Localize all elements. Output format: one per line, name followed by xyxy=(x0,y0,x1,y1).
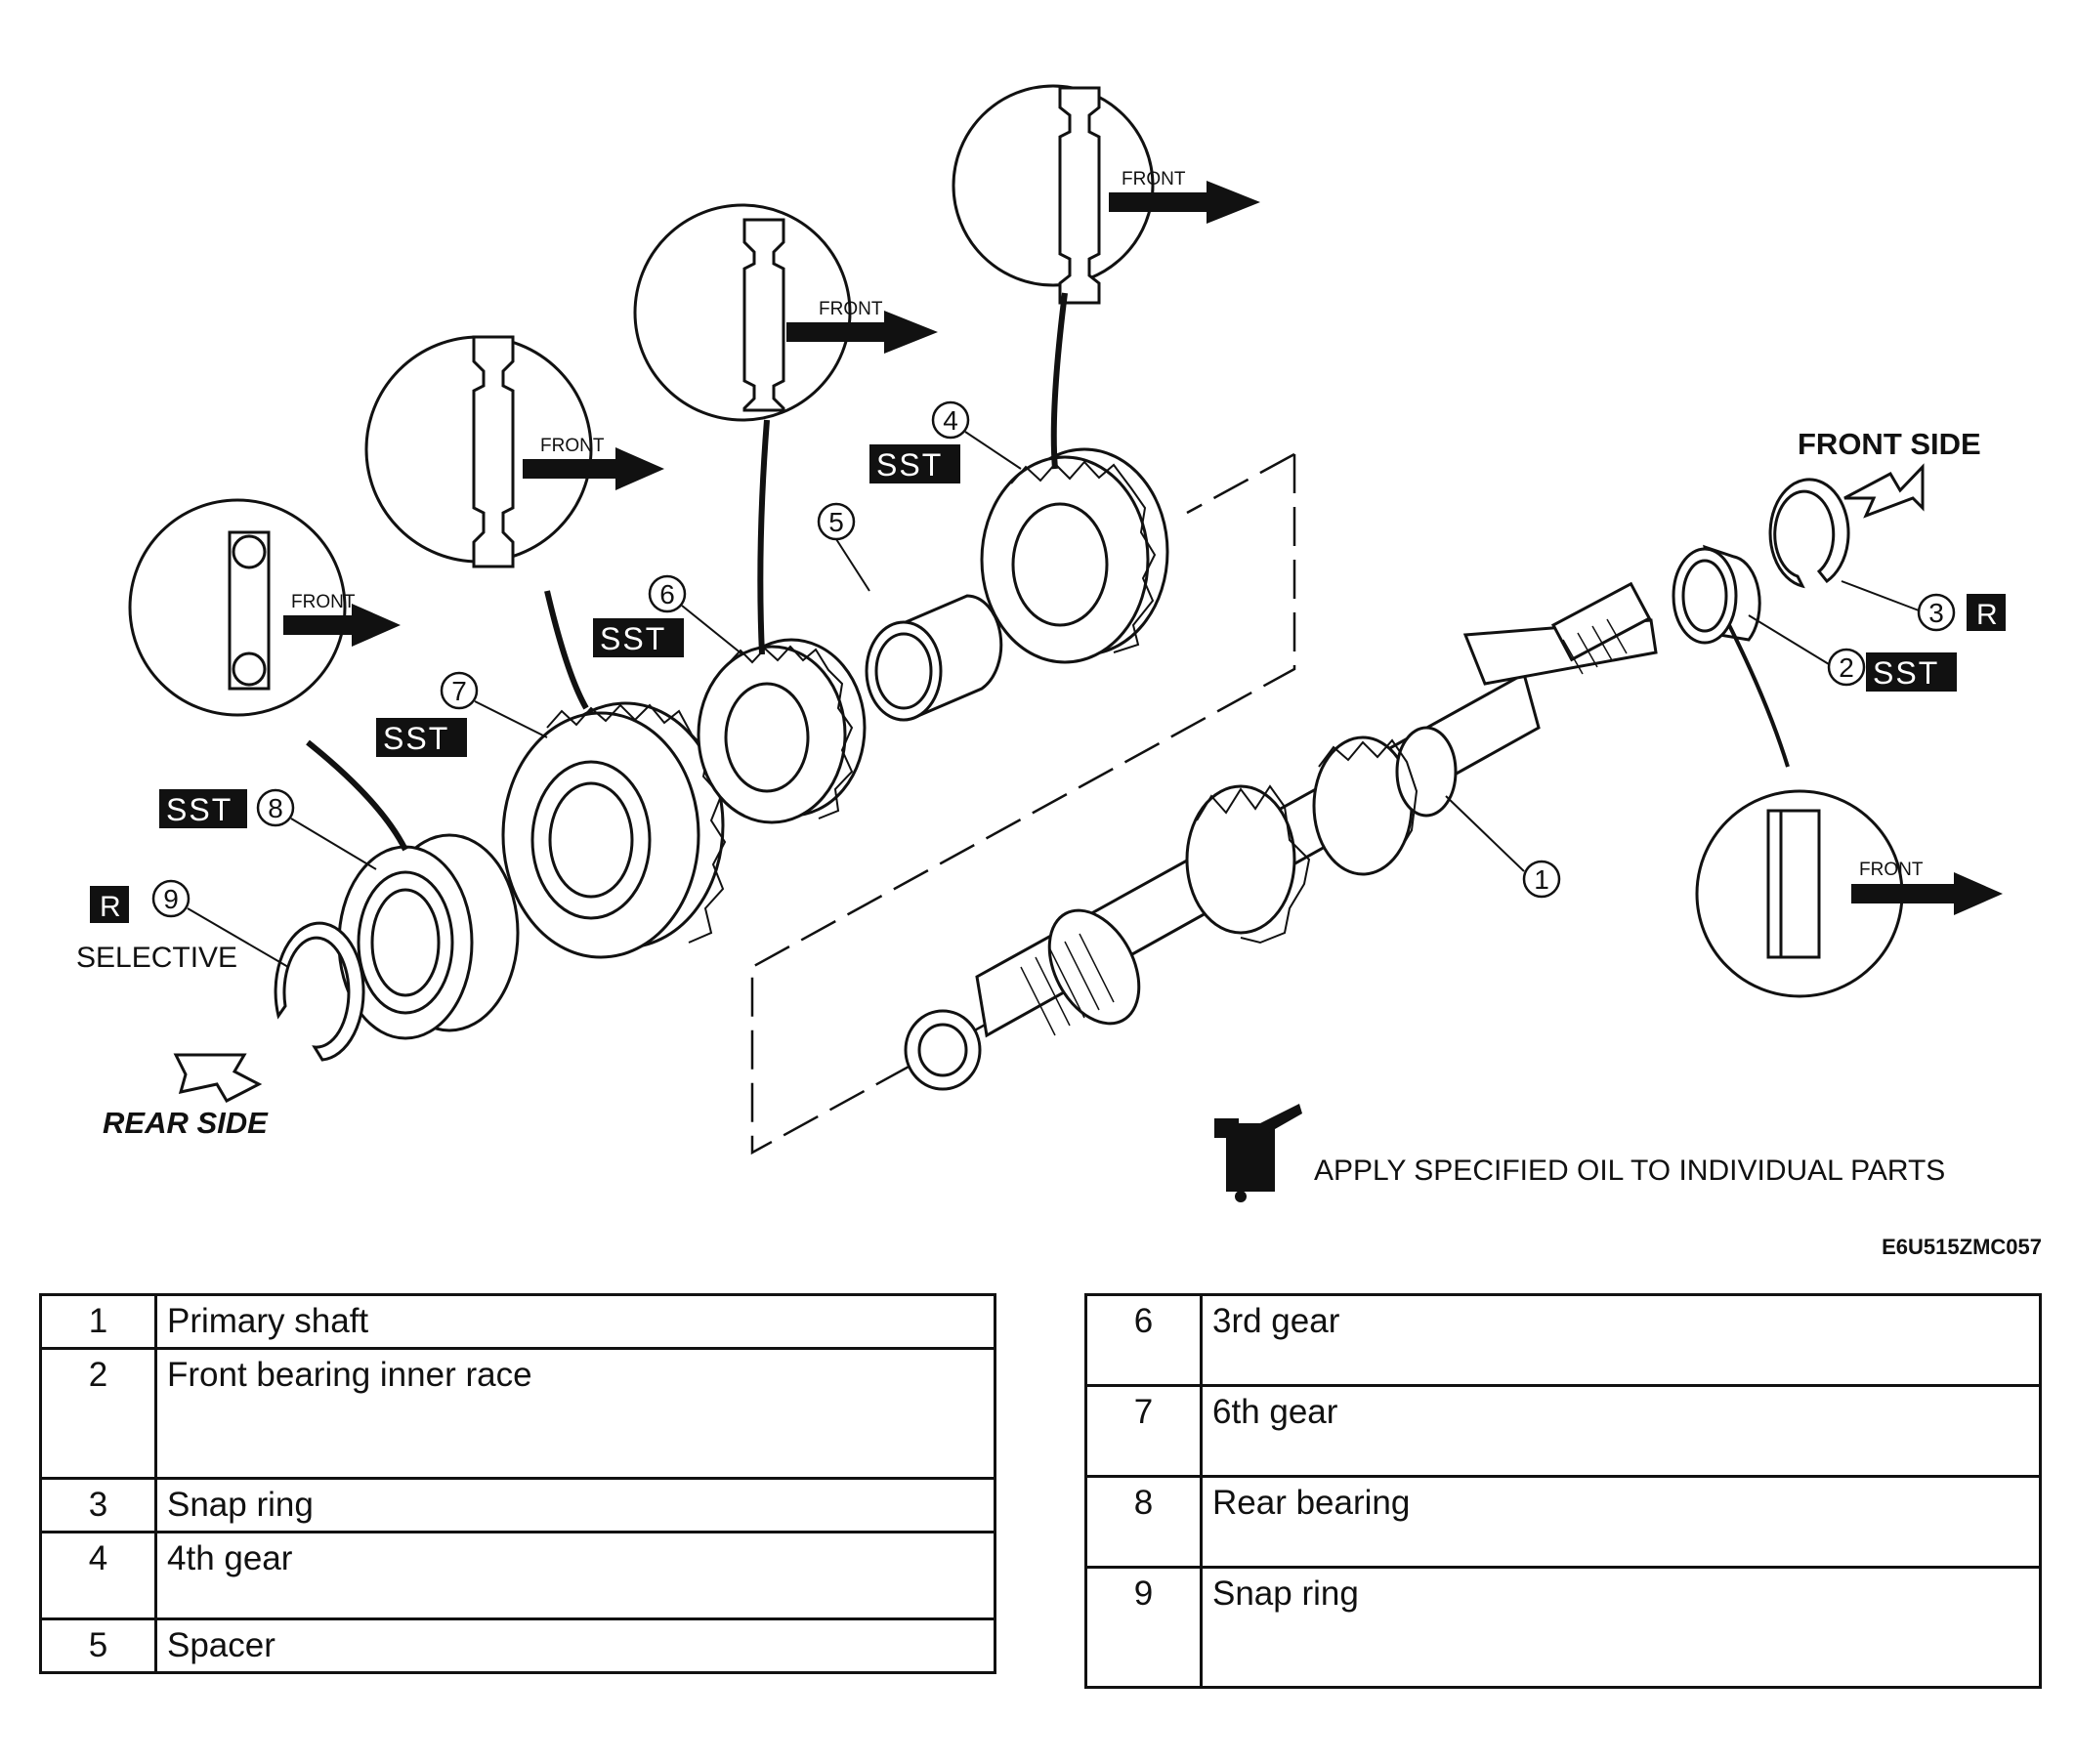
rear-bearing xyxy=(337,833,520,1040)
front-arrow-icon xyxy=(283,181,2003,915)
callout-3: 3 xyxy=(1928,598,1944,628)
part-name: Snap ring xyxy=(154,1477,996,1533)
table-row: 8 Rear bearing xyxy=(1084,1475,2042,1569)
fourth-gear-teeth xyxy=(1010,460,1157,653)
table-row: 4 4th gear xyxy=(39,1531,996,1620)
front-label-5: FRONT xyxy=(1859,860,1924,880)
sst-tags xyxy=(159,444,1957,828)
part-number: 3 xyxy=(39,1477,157,1533)
shaft-spline-lines xyxy=(1020,618,1628,1036)
table-row: 6 3rd gear xyxy=(1084,1293,2042,1387)
front-bearing-inner-race xyxy=(1672,544,1761,645)
leader-lines xyxy=(187,431,1920,968)
sixth-gear-teeth xyxy=(546,703,727,944)
part-number: 5 xyxy=(39,1617,157,1674)
part-name: Rear bearing xyxy=(1200,1475,2042,1569)
selective-label: SELECTIVE xyxy=(76,942,237,974)
part-number: 2 xyxy=(39,1347,157,1480)
part-name: 3rd gear xyxy=(1200,1293,2042,1387)
shaft-gear-teeth xyxy=(1196,784,1311,945)
callout-6: 6 xyxy=(659,579,675,609)
detail-sixth-gear xyxy=(364,335,593,710)
rear-side-label: REAR SIDE xyxy=(103,1106,269,1140)
r-tag-9 xyxy=(90,886,129,923)
front-side-label: FRONT SIDE xyxy=(1798,427,1981,461)
callout-1: 1 xyxy=(1534,864,1549,895)
detail-rear-bearing xyxy=(128,498,408,852)
callout-7: 7 xyxy=(451,676,467,706)
sst-label-8: SST xyxy=(166,792,233,827)
front-label-3: FRONT xyxy=(819,299,883,319)
rear-side-arrow-icon xyxy=(173,1053,263,1103)
sst-label-2: SST xyxy=(1873,655,1939,691)
spacer xyxy=(865,594,1003,722)
part-number: 1 xyxy=(39,1293,157,1350)
front-snap-ring xyxy=(1768,478,1850,589)
sst-label-6: SST xyxy=(600,621,666,656)
figure-code: E6U515ZMC057 xyxy=(1882,1235,2042,1259)
oil-can-icon xyxy=(1214,1104,1302,1202)
table-row: 9 Snap ring xyxy=(1084,1566,2042,1689)
third-gear xyxy=(697,638,867,824)
oil-note: APPLY SPECIFIED OIL TO INDIVIDUAL PARTS xyxy=(1314,1155,1945,1187)
part-name: 4th gear xyxy=(154,1531,996,1620)
exploded-diagram: FRONT FRONT FRONT FRONT FRONT SST SST SS… xyxy=(76,84,2042,1259)
r-tag-3 xyxy=(1967,594,2006,631)
table-row: 5 Spacer xyxy=(39,1617,996,1674)
part-number: 8 xyxy=(1084,1475,1203,1569)
plane-top-edge xyxy=(1186,452,1295,515)
part-name: Spacer xyxy=(154,1617,996,1674)
part-name: Snap ring xyxy=(1200,1566,2042,1689)
detail-third-gear xyxy=(633,203,852,655)
detail-fourth-gear xyxy=(952,84,1155,470)
callout-4: 4 xyxy=(943,405,958,436)
front-label-1: FRONT xyxy=(291,592,356,612)
front-side-arrow-icon xyxy=(1843,463,1925,519)
parts-legend-left: 1 Primary shaft 2 Front bearing inner ra… xyxy=(39,1293,996,1674)
callout-5: 5 xyxy=(828,507,844,537)
part-number: 9 xyxy=(1084,1566,1203,1689)
callout-9: 9 xyxy=(163,884,179,914)
callout-2: 2 xyxy=(1839,652,1854,683)
callout-8: 8 xyxy=(268,793,283,823)
r-label-9: R xyxy=(100,891,121,923)
front-label-2: FRONT xyxy=(540,436,605,456)
fourth-gear xyxy=(980,447,1169,664)
part-name: Front bearing inner race xyxy=(154,1347,996,1480)
sixth-gear xyxy=(501,701,725,959)
part-name: Primary shaft xyxy=(154,1293,996,1350)
shaft-gear-teeth-2 xyxy=(1318,738,1419,856)
sst-label-7: SST xyxy=(383,721,449,756)
table-row: 3 Snap ring xyxy=(39,1477,996,1533)
part-number: 6 xyxy=(1084,1293,1203,1387)
table-row: 7 6th gear xyxy=(1084,1384,2042,1478)
detail-front-bearing xyxy=(1695,624,1904,998)
table-row: 1 Primary shaft xyxy=(39,1293,996,1350)
table-row: 2 Front bearing inner race xyxy=(39,1347,996,1480)
primary-shaft xyxy=(904,581,1658,1091)
part-number: 4 xyxy=(39,1531,157,1620)
r-label-3: R xyxy=(1976,599,1998,631)
part-name: 6th gear xyxy=(1200,1384,2042,1478)
part-number: 7 xyxy=(1084,1384,1203,1478)
sst-label-4: SST xyxy=(876,447,943,483)
rear-snap-ring xyxy=(274,921,365,1062)
parts-legend-right: 6 3rd gear 7 6th gear 8 Rear bearing 9 S… xyxy=(1084,1293,2042,1689)
front-label-4: FRONT xyxy=(1122,169,1186,189)
